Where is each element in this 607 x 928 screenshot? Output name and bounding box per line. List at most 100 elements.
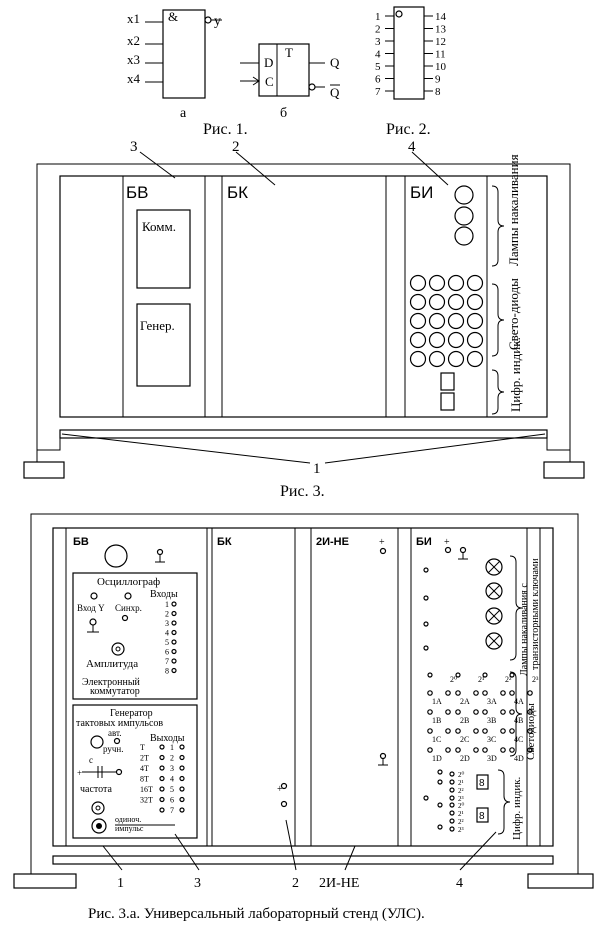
osc-channel-jack[interactable] [171, 658, 177, 664]
pin-left-7: 7 [375, 86, 381, 98]
fig1-d-flipflop: D C T Q Q б [240, 43, 340, 121]
gen-output-num: 3 [170, 764, 174, 773]
led-id: 2C [460, 735, 469, 744]
fig3-lamps-label: Лампы накаливания [506, 154, 521, 266]
ff-c: C [265, 74, 274, 89]
digit-bit: 2⁰ [458, 771, 465, 779]
pin-right-11: 11 [435, 49, 446, 61]
osc-channel-jack[interactable] [171, 667, 177, 674]
gen-output-num: 1 [170, 743, 174, 752]
digit-bit-jack[interactable] [449, 795, 455, 801]
led-icon [447, 293, 465, 311]
digit-bit-jack[interactable] [449, 818, 455, 824]
gen-period-jack[interactable] [159, 796, 165, 803]
gen-output-jack[interactable] [179, 765, 185, 771]
led-input-jack[interactable] [445, 747, 451, 753]
fig3a-nand-label: 2И-НЕ [316, 536, 349, 548]
gen-period-jack[interactable] [159, 786, 165, 792]
gen-period-jack[interactable] [159, 765, 165, 771]
gen-output-jack[interactable] [179, 754, 185, 761]
fig3-stand: БВ Комм. Генер. БК БИ Лампы накаливания … [23, 139, 585, 479]
pin-right-14: 14 [435, 11, 447, 23]
gen-period: 4T [140, 764, 149, 773]
gen-period-jack[interactable] [159, 775, 165, 782]
led-icon [482, 728, 488, 734]
led-input-jack[interactable] [500, 728, 506, 734]
led-icon [428, 293, 446, 311]
osc-channel-jack[interactable] [171, 639, 177, 645]
osc-amp: Амплитуда [86, 658, 138, 670]
gen-period-jack[interactable] [159, 744, 165, 750]
gen-period-jack[interactable] [159, 807, 165, 813]
digit-bit-jack[interactable] [449, 779, 455, 785]
fig3a-callout-4: 4 [456, 876, 463, 891]
led-input-jack[interactable] [527, 728, 533, 734]
gen-output-jack[interactable] [179, 775, 185, 782]
led-weight: 2² [505, 675, 512, 684]
led-input-jack[interactable] [500, 709, 506, 715]
osc-channel-jack[interactable] [171, 601, 177, 607]
gen-output-num: 4 [170, 775, 174, 784]
bi-input-jack[interactable] [423, 645, 429, 651]
freq-knob[interactable] [91, 801, 105, 815]
bi-input-jack[interactable] [423, 567, 429, 573]
bi-input-jack[interactable] [423, 795, 429, 801]
led-icon [409, 274, 427, 292]
digit-bit-jack[interactable] [449, 810, 455, 816]
led-input-jack[interactable] [473, 728, 479, 734]
gen-output-jack[interactable] [179, 744, 185, 750]
gen-title2: тактовых импульсов [76, 718, 163, 729]
led-icon [409, 331, 427, 349]
led-input-jack[interactable] [473, 747, 479, 753]
osc-in-y-jack[interactable] [90, 592, 98, 600]
led-input-jack[interactable] [445, 690, 451, 696]
fig3-callout-1: 1 [313, 461, 321, 477]
osc-channel-jack[interactable] [171, 629, 177, 636]
digit-bit: 2⁰ [458, 802, 465, 810]
fig3-bi-label: БИ [410, 183, 433, 202]
lamp-icon [454, 185, 474, 205]
led-input-jack[interactable] [527, 747, 533, 753]
gen-period-jack[interactable] [159, 754, 165, 761]
pin-right-10: 10 [435, 61, 447, 73]
bi-input-jack[interactable] [423, 621, 429, 627]
osc-sync-jack[interactable] [124, 592, 132, 600]
gen-single2: импульс [115, 824, 144, 833]
led-input-jack[interactable] [527, 690, 533, 696]
ground-jack[interactable] [156, 548, 164, 556]
amplitude-knob[interactable] [111, 642, 125, 656]
led-icon [466, 293, 484, 311]
led-icon [428, 331, 446, 349]
led-input-jack[interactable] [473, 709, 479, 715]
led-icon [509, 709, 515, 715]
gen-output-jack[interactable] [179, 796, 185, 803]
osc-channel-num: 3 [165, 619, 169, 628]
power-knob[interactable] [104, 544, 128, 568]
led-input-jack[interactable] [500, 690, 506, 696]
pin-left-3: 3 [375, 36, 381, 48]
led-icon [447, 312, 465, 330]
digit-bit-jack[interactable] [449, 826, 455, 832]
osc-channel-jack[interactable] [171, 648, 177, 655]
osc-inputs: Входы [150, 589, 178, 600]
pin-left-5: 5 [375, 61, 381, 73]
osc-channel-jack[interactable] [171, 610, 177, 617]
digit-bit-jack[interactable] [449, 802, 455, 808]
fig3-callout-3: 3 [130, 139, 138, 155]
osc-sync: Синхр. [115, 603, 142, 613]
led-input-jack[interactable] [445, 709, 451, 715]
bi-input-jack[interactable] [423, 595, 429, 601]
digit-bit-jack[interactable] [449, 787, 455, 793]
fig2-caption: Рис. 2. [386, 121, 431, 138]
gen-mode-switch[interactable] [90, 735, 104, 749]
osc-channel-jack[interactable] [171, 620, 177, 626]
led-input-jack[interactable] [527, 709, 533, 715]
gen-output-jack[interactable] [179, 807, 185, 813]
led-input-jack[interactable] [500, 747, 506, 753]
led-input-jack[interactable] [473, 690, 479, 696]
led-input-jack[interactable] [445, 728, 451, 734]
digit-bit-jack[interactable] [449, 771, 455, 777]
gen-output-jack[interactable] [179, 786, 185, 792]
led-id: 3A [487, 697, 497, 706]
gen-freq: частота [80, 784, 113, 795]
